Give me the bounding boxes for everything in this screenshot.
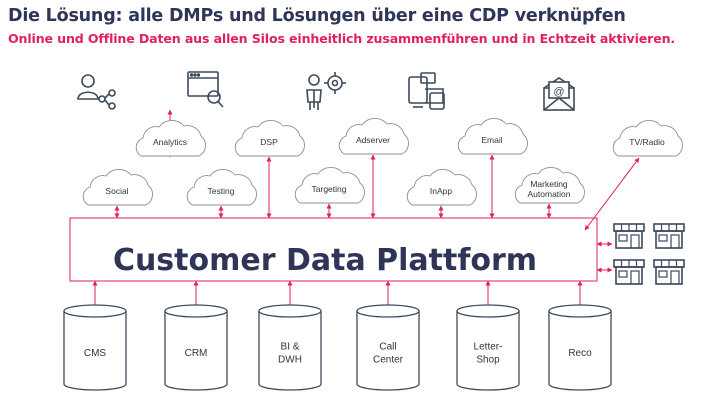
db-label: Reco <box>568 348 592 359</box>
db-cylinder-body <box>456 311 520 391</box>
db-label: CRM <box>185 348 208 359</box>
db-cylinder-top <box>548 304 612 318</box>
email-envelope-icon: @ <box>543 77 575 111</box>
cloud-testing: Testing <box>186 169 257 206</box>
db-crm: CRM <box>164 304 228 391</box>
cloud-label: Targeting <box>312 184 347 194</box>
db-cylinder-body <box>63 311 127 391</box>
db-label: Letter- <box>474 342 503 353</box>
target-person-icon <box>306 72 346 110</box>
db-cylinder-body <box>164 311 228 391</box>
db-label: DWH <box>278 355 302 366</box>
cloud-adserver: Adserver <box>338 118 409 155</box>
db-reco: Reco <box>548 304 612 391</box>
db-cylinder-body <box>258 311 322 391</box>
cloud-label: Marketing <box>530 179 568 189</box>
db-letter-shop: Letter- Shop <box>456 304 520 391</box>
cloud-label: Adserver <box>356 135 390 145</box>
db-cylinder-top <box>356 304 420 318</box>
cloud-label: Analytics <box>153 137 187 147</box>
db-cylinder-body <box>548 311 612 391</box>
platform-title: Customer Data Plattform <box>113 243 537 278</box>
db-bi-dwh: BI & DWH <box>258 304 322 391</box>
customer-data-platform-box <box>69 217 598 282</box>
page-subtitle: Online und Offline Daten aus allen Silos… <box>8 31 676 46</box>
store-icon <box>613 223 645 249</box>
cloud-label: DSP <box>260 137 278 147</box>
db-label: Center <box>373 355 404 366</box>
cloud-label: Social <box>105 186 128 196</box>
cloud-label: TV/Radio <box>629 137 665 147</box>
user-share-icon <box>77 74 116 110</box>
cloud-label: Automation <box>528 189 571 199</box>
cloud-inapp: InApp <box>406 169 477 206</box>
db-label: Call <box>379 342 396 353</box>
db-cylinder-top <box>456 304 520 318</box>
store-icon <box>613 259 645 285</box>
db-cylinder-top <box>63 304 127 318</box>
db-cylinder-body <box>356 311 420 391</box>
cloud-targeting: Targeting <box>294 167 365 204</box>
svg-text:@: @ <box>553 86 564 98</box>
cloud-dsp: DSP <box>234 120 305 157</box>
cloud-tv-radio: TV/Radio <box>612 120 683 157</box>
cloud-label: Testing <box>208 186 235 196</box>
db-cms: CMS <box>63 304 127 391</box>
store-icon <box>653 223 685 249</box>
cloud-social: Social <box>82 169 153 206</box>
connector-arrows <box>92 109 640 310</box>
db-label: Shop <box>476 355 500 366</box>
db-cylinder-top <box>258 304 322 318</box>
store-icons <box>613 223 685 285</box>
page-title: Die Lösung: alle DMPs und Lösungen über … <box>8 6 626 26</box>
db-label: BI & <box>281 342 300 353</box>
devices-icon <box>408 72 445 110</box>
store-icon <box>653 259 685 285</box>
db-label: CMS <box>84 348 107 359</box>
cloud-label: Email <box>481 135 502 145</box>
db-cylinder-top <box>164 304 228 318</box>
cloud-analytics: Analytics <box>135 120 206 157</box>
cloud-email: Email <box>457 118 528 155</box>
arrow-tv-radio <box>584 157 640 231</box>
browser-search-icon <box>187 71 224 108</box>
cloud-label: InApp <box>430 186 452 196</box>
